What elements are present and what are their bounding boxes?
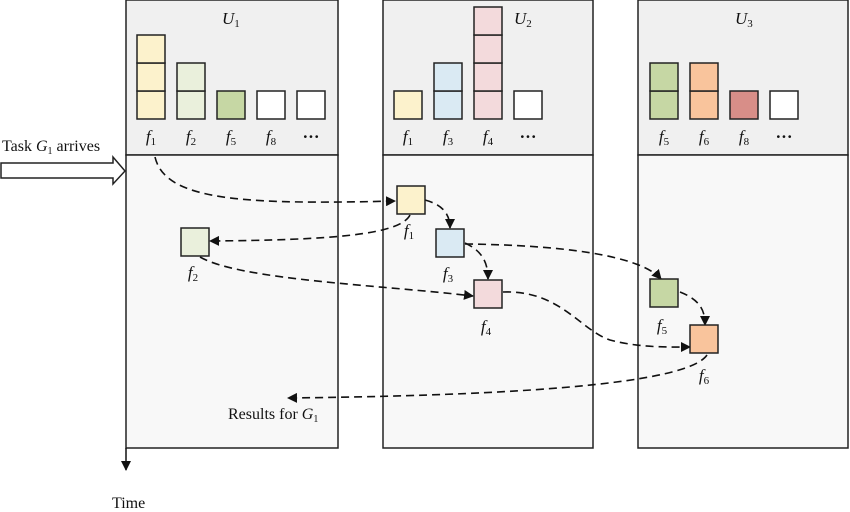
cache-label: f8 [739,127,750,148]
cache-label: ··· [302,127,319,146]
cache-label: f4 [483,127,494,148]
cache-stack-f5: f5 [216,90,246,148]
cache-label: ··· [519,127,536,146]
task-arrival-arrow [0,154,127,186]
edge-f5-f6 [679,291,710,326]
results-label: Results for G1 [228,406,318,425]
task-node-f4: f4 [473,279,503,338]
cache-instance [473,34,503,64]
edge-f6-results [287,354,708,403]
edge-f1-f3 [424,199,455,229]
cache-instance [729,90,759,120]
cache-stack-f1: f1 [136,34,166,148]
server-title-u3: U3 [735,9,753,30]
cache-instance [649,90,679,120]
cache-instance [136,62,166,92]
task-label: f6 [699,366,710,387]
execution-region [125,154,339,449]
edge-f1-f2 [209,214,411,246]
cache-instance [649,62,679,92]
cache-stack-f6: f6 [689,62,719,148]
cache-label: f3 [443,127,454,148]
cache-label: f6 [699,127,710,148]
cache-instance [176,90,206,120]
cache-label: f8 [266,127,277,148]
cache-instance [393,90,423,120]
cache-instance [769,90,799,120]
task-node-f6: f6 [689,324,719,387]
edge-arrival-f1 [154,156,396,207]
edge-f2-f4 [199,256,474,300]
cache-stack-f1: f1 [393,90,423,148]
cache-stack-f4: f4 [473,6,503,148]
cache-instance [136,90,166,120]
cache-stack-f3: f3 [433,62,463,148]
cache-instance [216,90,246,120]
cache-stack-more: ··· [296,90,326,146]
cache-instance [433,90,463,120]
cache-label: f1 [403,127,413,148]
cache-instance [433,62,463,92]
cache-stack-more: ··· [769,90,799,146]
cache-instance [136,34,166,64]
cache-stack-f8: f8 [256,90,286,148]
cache-stack-f2: f2 [176,62,206,148]
cache-label: f5 [659,127,670,148]
edge-f3-f5 [464,243,662,280]
cache-stack-f8: f8 [729,90,759,148]
edge-f3-f4 [464,242,493,280]
cache-stack-more: ··· [513,90,543,146]
task-box [435,228,465,258]
task-box [689,324,719,354]
cache-instance [473,90,503,120]
cache-instance [689,90,719,120]
cache-label: f2 [186,127,196,148]
cache-instance [296,90,326,120]
task-node-f1: f1 [396,185,426,242]
server-panel-u1 [125,0,339,449]
cache-instance [256,90,286,120]
cache-label: f5 [226,127,237,148]
task-label: f3 [443,264,454,285]
task-box [396,185,426,215]
task-box [649,278,679,308]
edge-f4-f6 [502,291,691,353]
server-title-u2: U2 [514,9,532,30]
cache-instance [176,62,206,92]
server-title-u1: U1 [222,9,240,30]
cache-instance [513,90,543,120]
cache-instance [473,62,503,92]
cache-instance [689,62,719,92]
time-label: Time [112,495,145,512]
cache-instance [473,6,503,36]
task-node-f2: f2 [180,227,210,284]
task-box [473,279,503,309]
task-label: f5 [657,316,668,337]
task-label: f1 [404,221,414,242]
cache-label: f1 [146,127,156,148]
task-label: f4 [481,317,492,338]
task-node-f5: f5 [649,278,679,337]
task-arrival-label: Task G1 arrives [2,138,100,157]
cache-label: ··· [775,127,792,146]
task-node-f3: f3 [435,228,465,285]
task-box [180,227,210,257]
task-label: f2 [188,263,198,284]
cache-stack-f5: f5 [649,62,679,148]
